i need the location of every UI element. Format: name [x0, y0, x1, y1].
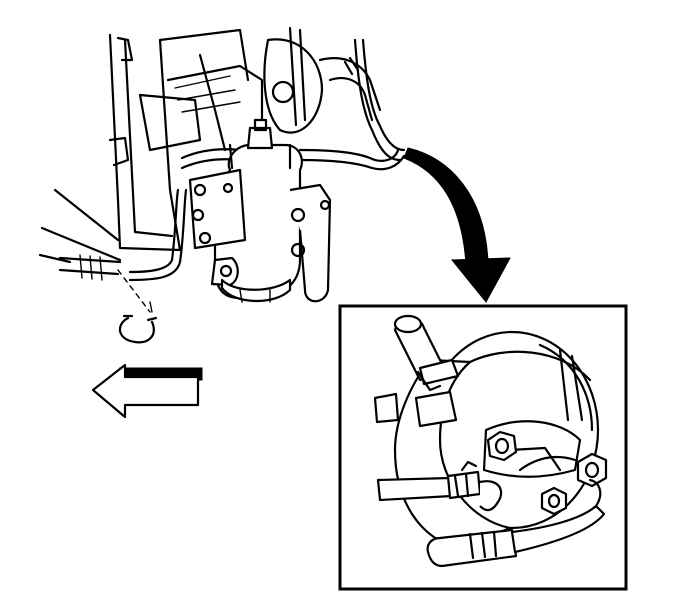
curved-callout-arrow-icon — [403, 147, 511, 303]
nut-right — [576, 452, 608, 488]
nut-upper — [486, 430, 518, 462]
hollow-left-arrow-icon — [91, 363, 203, 419]
master-cylinder-pump — [188, 118, 332, 303]
vacuum-hose — [376, 460, 503, 512]
background-lines — [38, 188, 122, 264]
vacuum-check-valve — [393, 314, 460, 392]
brake-line-fitting — [426, 478, 606, 568]
retaining-clip — [117, 269, 158, 344]
inset-detail — [338, 304, 628, 591]
frame-rail — [108, 28, 264, 252]
steering-column-cover — [263, 26, 382, 134]
nut-lower — [540, 486, 568, 516]
